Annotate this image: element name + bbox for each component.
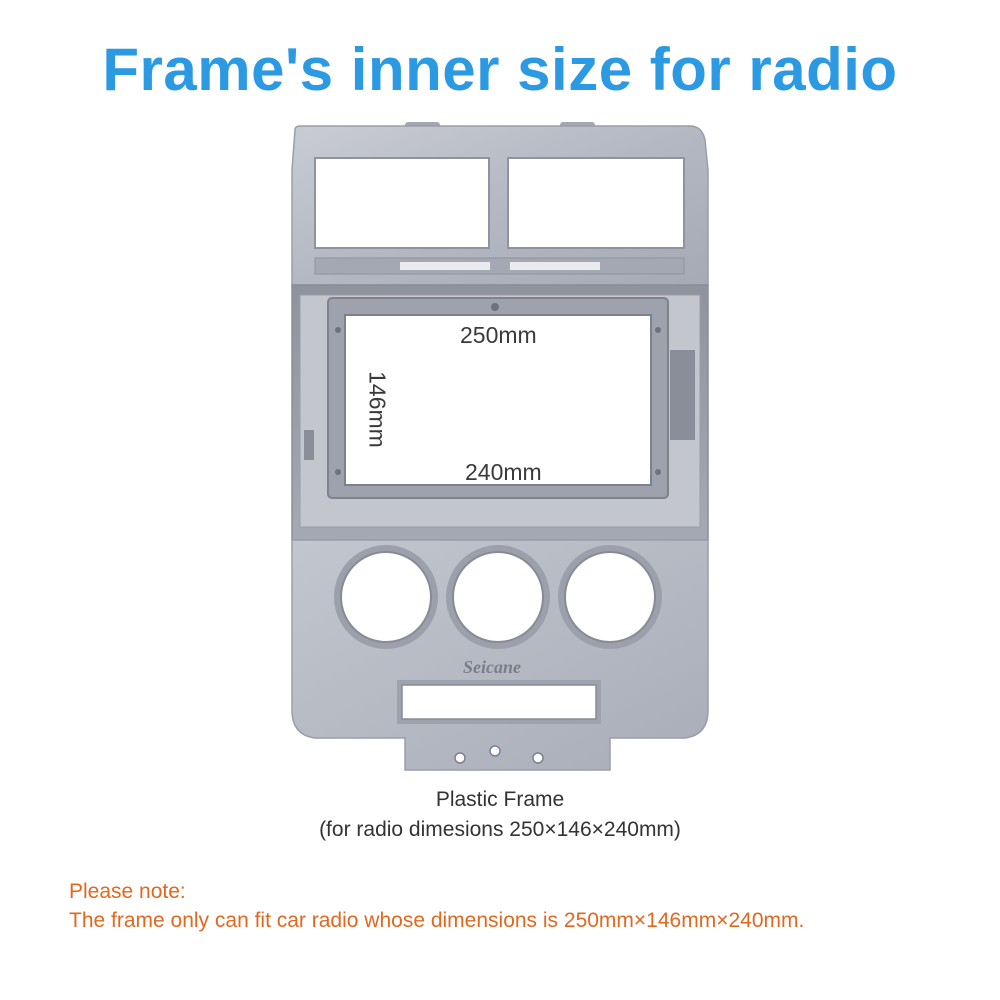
dimension-width-top: 250mm: [460, 322, 537, 348]
page-title: Frame's inner size for radio: [102, 36, 898, 103]
tab-hole-1: [454, 752, 466, 764]
brand-logo: Seicane: [463, 657, 521, 677]
vent-opening-right: [507, 157, 685, 249]
slot-right: [510, 262, 600, 270]
slot-strip: [314, 257, 685, 275]
screw-hole-tr: [655, 327, 661, 333]
side-bracket-left: [304, 430, 314, 460]
screw-hole-br: [655, 469, 661, 475]
dimension-height: 146mm: [364, 371, 391, 448]
screw-hole-top: [491, 303, 499, 311]
screen-opening: [344, 314, 652, 486]
screw-hole-bl: [335, 469, 341, 475]
knob-opening-left: [340, 551, 432, 643]
note-heading: Please note:: [69, 880, 186, 903]
vent-opening-left: [314, 157, 490, 249]
side-bracket-right: [670, 350, 695, 440]
knob-opening-center: [452, 551, 544, 643]
knob-opening-right: [564, 551, 656, 643]
tab-hole-3: [532, 752, 544, 764]
dash-frame-photo: Seicane: [291, 122, 709, 771]
tab-hole-2: [489, 745, 501, 757]
caption-title: Plastic Frame: [435, 788, 565, 811]
slot-left: [400, 262, 490, 270]
dimension-width-bottom: 240mm: [465, 459, 542, 485]
caption-subtitle: (for radio dimesions 250×146×240mm): [319, 818, 681, 841]
screw-hole-tl: [335, 327, 341, 333]
note-body: The frame only can fit car radio whose d…: [69, 909, 805, 932]
bottom-slot: [401, 684, 597, 720]
